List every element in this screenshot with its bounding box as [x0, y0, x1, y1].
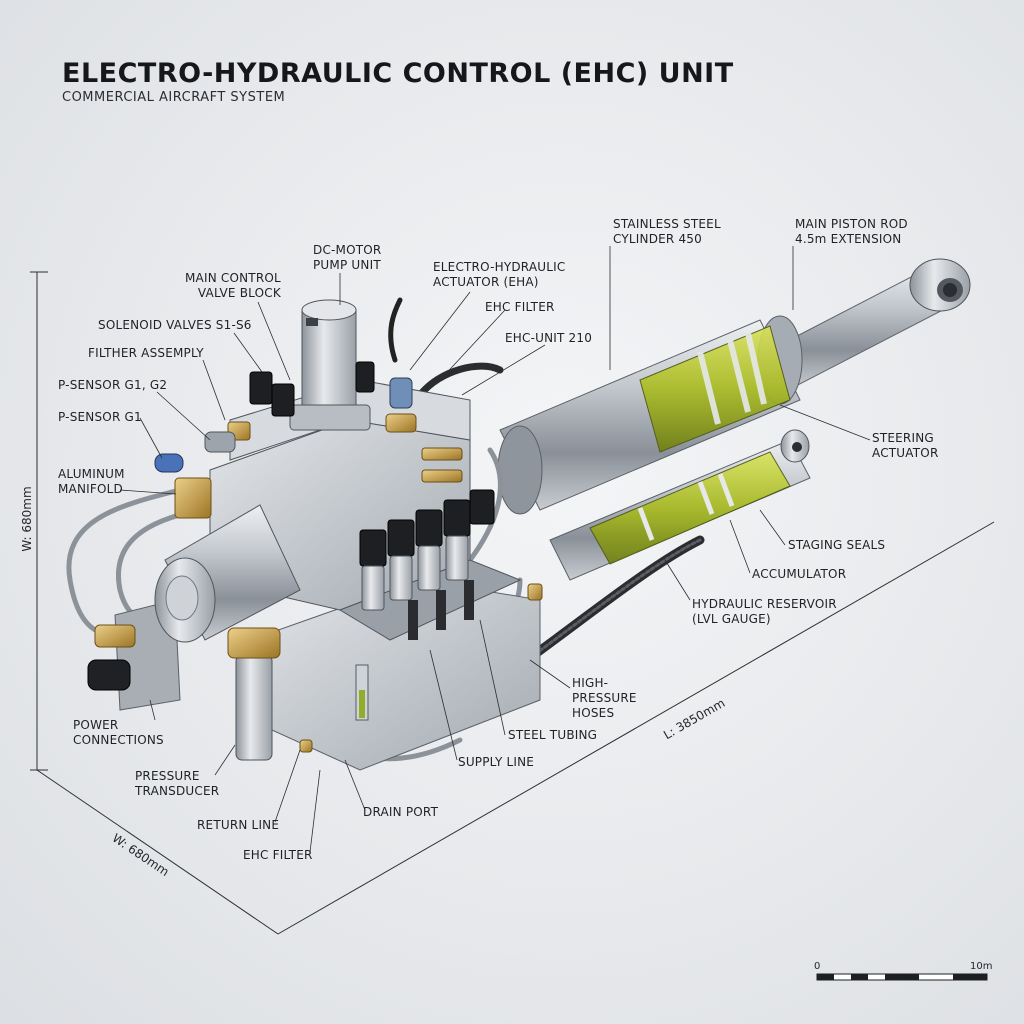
label-main-piston-rod: MAIN PISTON ROD 4.5m EXTENSION — [795, 217, 908, 246]
label-filter-assembly: FILTHER ASSEMPLY — [88, 346, 204, 360]
solenoid-valves-front — [359, 489, 495, 640]
label-drain-port: DRAIN PORT — [363, 805, 439, 819]
main-piston-rod — [769, 258, 971, 389]
brass-fittings — [174, 413, 543, 753]
label-supply-line: SUPPLY LINE — [458, 755, 535, 769]
scale-start: 0 — [814, 961, 821, 972]
dimension-lines — [30, 271, 995, 935]
label-power-connections: POWER CONNECTIONS — [73, 718, 164, 747]
dc-motor-pump-unit — [154, 504, 301, 643]
pressure-transducer — [227, 627, 281, 761]
label-aluminum-manifold: ALUMINUM MANIFOLD — [58, 467, 125, 496]
label-p-sensor-g1-g2: P-SENSOR G1, G2 — [58, 378, 168, 392]
page-subtitle: COMMERCIAL AIRCRAFT SYSTEM — [62, 90, 286, 105]
label-ehc-filter-top: EHC FILTER — [485, 300, 555, 314]
label-ehc-filter-bottom: EHC FILTER — [243, 848, 313, 862]
label-eha: ELECTRO-HYDRAULIC ACTUATOR (EHA) — [433, 260, 566, 289]
hydraulic-reservoir — [249, 579, 541, 771]
scale-end: 10m — [970, 961, 993, 972]
label-steel-tubing: STEEL TUBING — [508, 728, 598, 742]
label-hydraulic-reservoir: HYDRAULIC RESERVOIR (LVL GAUGE) — [692, 597, 837, 626]
solenoid-valves-top — [249, 361, 375, 417]
page-title: ELECTRO-HYDRAULIC CONTROL (EHC) UNIT — [62, 58, 734, 89]
label-staging-seals: STAGING SEALS — [788, 538, 886, 552]
leader-lines — [119, 246, 871, 853]
pump-canister — [289, 299, 371, 431]
label-steering-actuator: STEERING ACTUATOR — [872, 431, 939, 460]
label-accumulator: ACCUMULATOR — [752, 567, 847, 581]
label-main-control-valve: MAIN CONTROL VALVE BLOCK — [185, 271, 281, 300]
dimension-height: W: 680mm — [20, 486, 34, 552]
scale-bar — [816, 973, 988, 981]
label-solenoid-valves: SOLENOID VALVES S1-S6 — [98, 318, 252, 332]
stainless-steel-cylinder — [497, 315, 803, 515]
label-pressure-transducer: PRESSURE TRANSDUCER — [135, 769, 220, 798]
label-high-pressure-hoses: HIGH- PRESSURE HOSES — [572, 676, 637, 720]
label-dc-motor-pump: DC-MOTOR PUMP UNIT — [313, 243, 382, 272]
label-return-line: RETURN LINE — [197, 818, 280, 832]
pressure-sensors — [154, 377, 413, 473]
label-p-sensor-g1: P-SENSOR G1 — [58, 410, 142, 424]
accumulator — [549, 429, 811, 581]
label-stainless-cylinder: STAINLESS STEEL CYLINDER 450 — [613, 217, 721, 246]
label-ehc-unit: EHC-UNIT 210 — [505, 331, 593, 345]
